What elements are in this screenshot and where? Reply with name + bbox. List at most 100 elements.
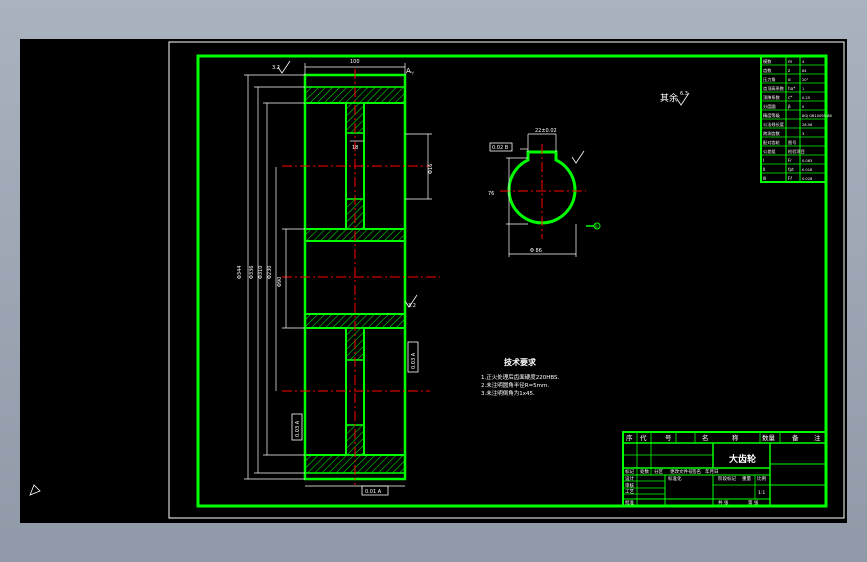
param-cell: 图号 [788, 140, 796, 146]
param-cell: 0.028 [802, 177, 813, 181]
svg-text:Φ90: Φ90 [277, 277, 283, 287]
param-cell: Ⅰ [763, 158, 764, 163]
sheet-count: 共 张 [718, 499, 729, 506]
tech-item: 2.未注明圆角半径R=5mm. [481, 381, 549, 389]
param-cell: 0.018 [802, 168, 813, 172]
param-cell: fpt [788, 167, 794, 172]
param-cell: ha* [788, 86, 795, 91]
top-roughness: 3.2 [272, 65, 280, 71]
model-viewport[interactable]: 100 Φ344 Φ336 Φ310 Φ230 Φ90 18 Φ16 0.03 … [20, 39, 847, 523]
design-row-cell: 更改文件号 [670, 468, 693, 475]
scale-label: 比例 [757, 475, 766, 482]
param-cell: Fr [788, 158, 792, 163]
svg-text:B: B [595, 224, 598, 229]
design-row-cell: 签名 [692, 468, 701, 475]
title-header-cell: 代 [640, 433, 647, 442]
param-cell: 模数 [763, 58, 772, 65]
param-cell: 8GJ GB10095-88 [802, 114, 833, 118]
param-cell: Ⅱ [763, 167, 765, 172]
param-cell: 0.25 [802, 96, 810, 100]
param-cell: 公差组 [763, 148, 776, 154]
param-cell: 检验项目 [788, 148, 805, 155]
design-row-cell: 分区 [654, 468, 663, 475]
param-cell: β [788, 104, 791, 109]
title-header-cell: 名 [702, 433, 709, 442]
svg-text:Φ16: Φ16 [428, 164, 434, 174]
tolerance-hub: 0.03 A [411, 352, 417, 369]
gear-section-view: 100 Φ344 Φ336 Φ310 Φ230 Φ90 18 Φ16 0.03 … [237, 59, 440, 496]
svg-text:Φ 86: Φ 86 [530, 248, 542, 254]
tech-title: 技术要求 [504, 357, 537, 367]
other-roughness-value: 6.3 [680, 91, 688, 97]
title-row-label: 工艺 [625, 489, 634, 495]
svg-text:18: 18 [352, 145, 358, 151]
param-cell: 齿数 [763, 67, 772, 74]
ucs-icon [29, 484, 41, 496]
datum-icon: B [586, 222, 601, 230]
param-cell: z [788, 68, 791, 73]
param-cell: 3 [802, 132, 804, 136]
design-row-cell: 标记 [625, 468, 634, 475]
param-cell: 跨测齿数 [763, 130, 781, 137]
param-cell: 顶隙系数 [763, 94, 781, 101]
param-cell: 1 [802, 87, 804, 91]
svg-text:Φ310: Φ310 [258, 266, 264, 279]
title-header-cell: 序 [626, 433, 633, 442]
scale-value: 1:1 [758, 490, 765, 496]
param-cell: 84 [802, 69, 807, 73]
std-label: 标准化 [668, 475, 682, 482]
param-cell: 20° [802, 78, 809, 82]
tech-item: 1.正火处理后齿面硬度220HBS. [481, 373, 560, 381]
hub-end-view: 0.02 B 22±0.02 Φ 86 76 B [488, 128, 601, 257]
param-cell: c* [788, 95, 792, 100]
tolerance-keyway: 0.02 B [492, 145, 509, 151]
param-cell: 28.56 [802, 123, 813, 127]
svg-text:A: A [406, 67, 411, 75]
tech-requirements: 技术要求 1.正火处理后齿面硬度220HBS. 2.未注明圆角半径R=5mm. … [481, 357, 560, 397]
svg-text:100: 100 [350, 59, 360, 65]
part-name: 大齿轮 [729, 453, 756, 465]
title-row-label: 审核 [625, 482, 634, 489]
title-header-cell: 号 [665, 434, 672, 442]
title-header-cell: 备 [792, 433, 799, 442]
design-row-cell: 年月日 [705, 468, 719, 475]
other-roughness-label: 其余 [660, 92, 678, 104]
drawing-canvas[interactable]: 100 Φ344 Φ336 Φ310 Φ230 Φ90 18 Φ16 0.03 … [20, 39, 847, 523]
tolerance-side: 0.03 A [295, 420, 301, 437]
svg-text:⊥: ⊥ [409, 69, 416, 76]
face-roughness: 3.2 [408, 303, 416, 309]
svg-text:Φ336: Φ336 [249, 266, 255, 279]
param-cell: 配对齿轮 [763, 139, 781, 146]
param-cell: 压力角 [763, 76, 776, 83]
param-cell: α [788, 77, 791, 82]
param-cell: 0 [802, 105, 805, 109]
svg-text:76: 76 [488, 191, 494, 197]
roughness-icon [571, 150, 585, 164]
title-block [622, 431, 827, 507]
roughness-icon [277, 60, 418, 308]
param-cell: Ⅲ [763, 176, 766, 181]
param-cell: 精度等级 [763, 112, 781, 119]
param-cell: 0.063 [802, 159, 812, 163]
param-cell: 公法线长度 [763, 121, 785, 128]
drawing-frame [196, 54, 828, 508]
sheet-border [168, 41, 845, 519]
title-row-label: 设计 [625, 475, 634, 482]
page-number: 第 张 [748, 499, 759, 506]
svg-text:Φ230: Φ230 [267, 266, 273, 279]
title-header-cell: 数量 [762, 433, 776, 442]
tech-item: 3.未注明倒角为1x45. [481, 389, 535, 397]
design-row-cell: 处数 [640, 468, 649, 475]
weight-label: 重量 [742, 475, 751, 482]
param-cell: 齿顶高系数 [763, 85, 785, 92]
title-row-label: 批准 [625, 499, 634, 506]
tolerance-bottom: 0.01 A [365, 489, 382, 495]
svg-text:Φ344: Φ344 [237, 266, 243, 279]
roughness-icon [676, 92, 690, 106]
svg-text:22±0.02: 22±0.02 [535, 128, 557, 134]
param-cell: m [788, 59, 792, 64]
param-cell: 分度圆 [763, 103, 776, 110]
param-cell: 4 [802, 60, 805, 64]
title-header-cell: 注 [814, 433, 821, 442]
